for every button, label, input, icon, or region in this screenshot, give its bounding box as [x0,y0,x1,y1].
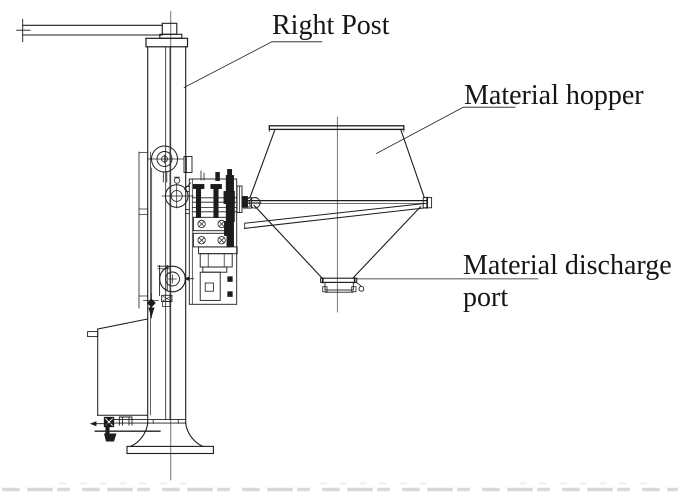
material-hopper-body [249,125,425,199]
material-discharge-label-line2: port [463,282,509,313]
hopper-cradle [242,196,433,229]
cable-channel [138,151,153,309]
right-post-label: Right Post [272,10,390,41]
scan-noise [2,482,678,492]
base-hardware [89,416,187,442]
trunnion-shaft [236,185,262,213]
base-flange [126,419,214,455]
material-discharge-label-line1: Material discharge [463,250,672,281]
discharge-port [320,277,365,293]
lower-pulley [157,265,194,307]
upper-pulley [147,145,184,184]
lifting-carriage [183,156,238,305]
right-post-leader-line [183,41,323,89]
control-cabinet [87,318,149,416]
right-post-column [145,37,190,424]
material-hopper-leader-line [375,106,516,155]
material-discharge-label: Material discharge port [463,250,672,314]
cable-anchor [143,293,159,319]
hopper-cone [253,204,422,279]
material-hopper-label: Material hopper [464,80,644,111]
